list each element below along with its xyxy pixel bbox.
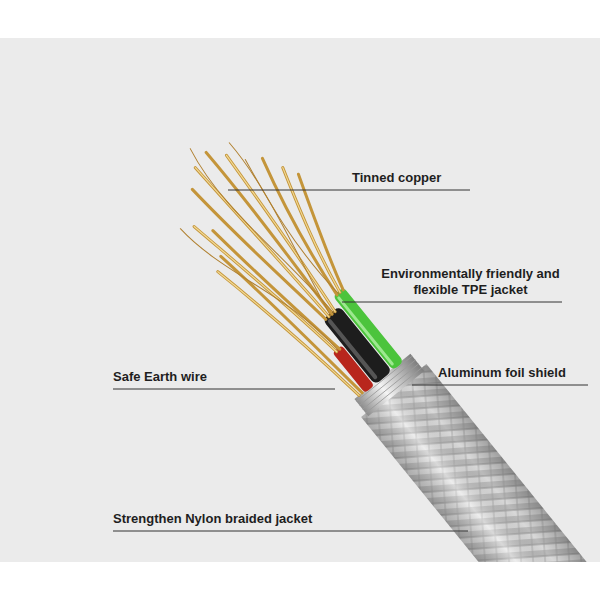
- part-label: Aluminum foil shield: [438, 365, 566, 381]
- part-label: Safe Earth wire: [113, 369, 207, 385]
- part-label: Tinned copper: [352, 170, 441, 186]
- part-label: Strengthen Nylon braided jacket: [113, 511, 312, 527]
- part-label: Environmentally friendly and flexible TP…: [378, 266, 563, 298]
